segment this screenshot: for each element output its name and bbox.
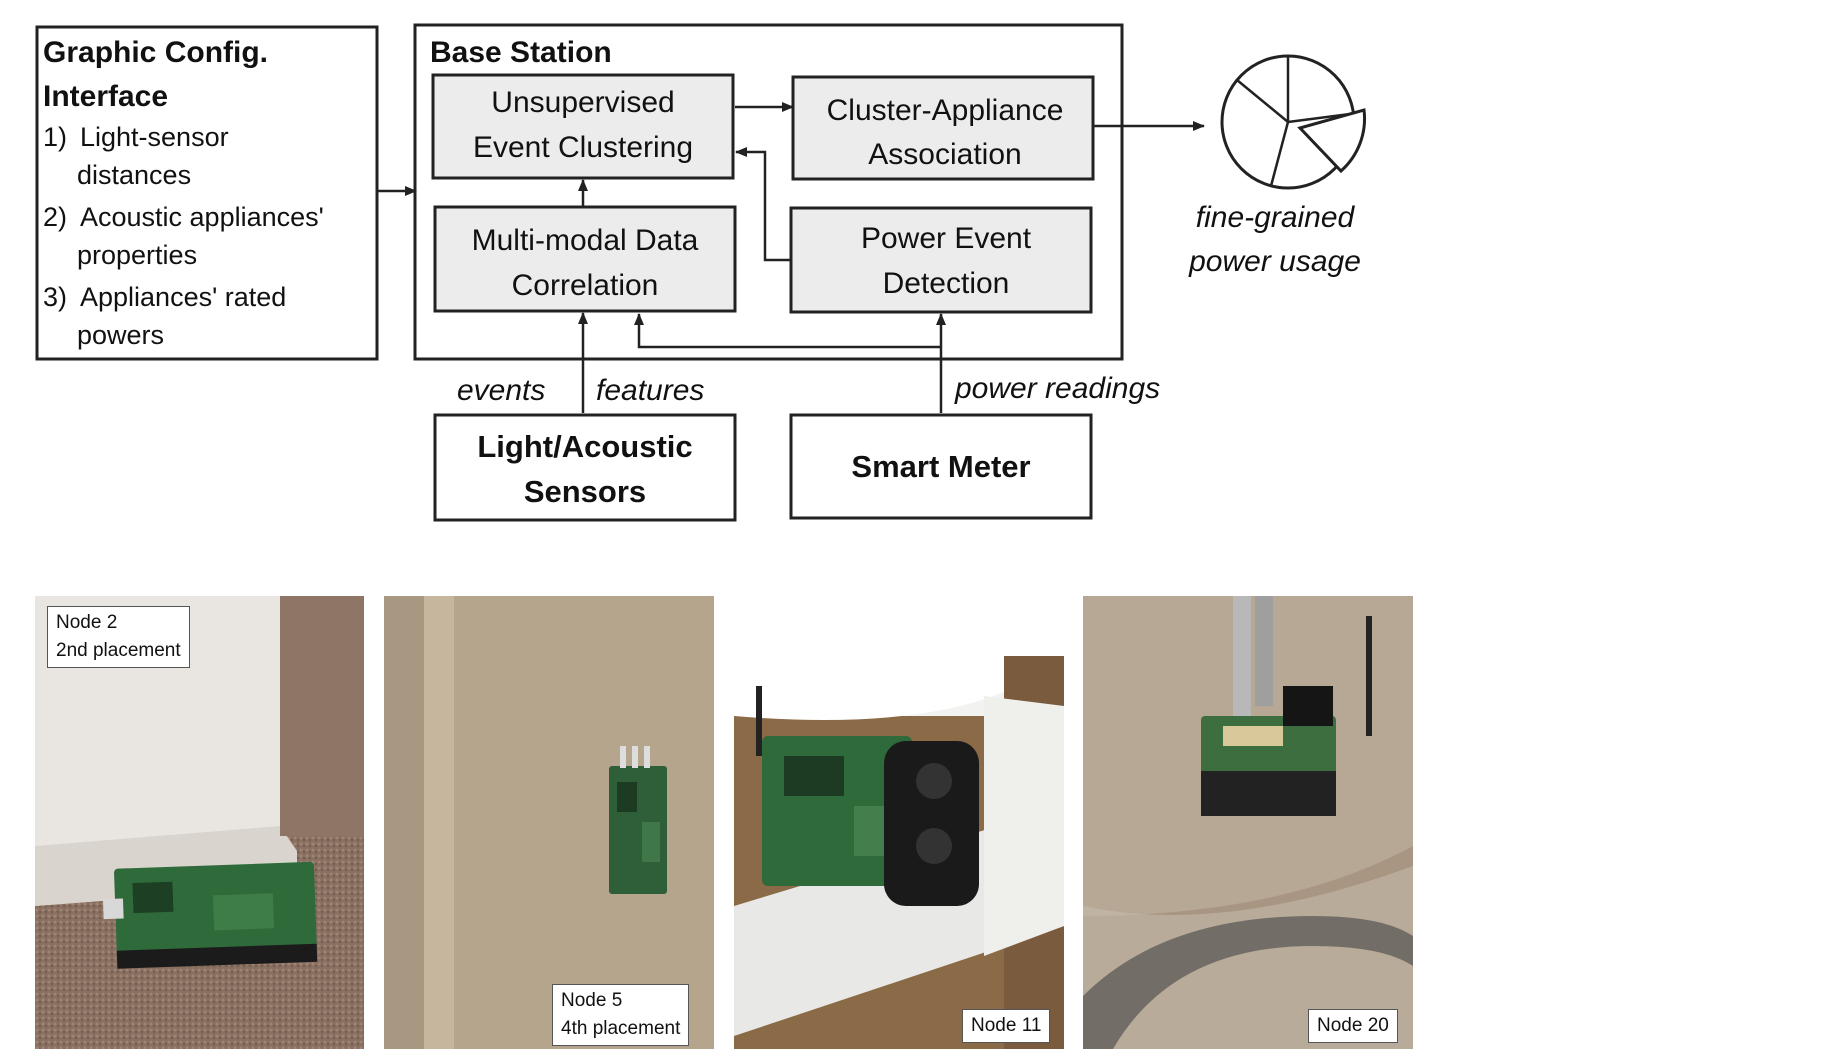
data-correlation-box: Multi-modal Data Correlation (433, 205, 737, 313)
node-photo-1-image (35, 596, 364, 1049)
node-photo-4-image (1083, 596, 1413, 1049)
events-label: events (457, 374, 545, 407)
power-event-detection-box: Power Event Detection (789, 206, 1093, 314)
node-photo-1: Node 2 2nd placement (35, 596, 364, 1049)
node-photo-1-caption: Node 2 2nd placement (47, 606, 190, 668)
node-photo-3-image (734, 596, 1064, 1049)
config-item-2-line-1: Acoustic appliances' (80, 202, 324, 232)
connectors (378, 102, 1205, 413)
node-photo-1-caption-line-1: Node 2 (56, 612, 118, 633)
config-interface-box: Graphic Config. Interface 1) Light-senso… (35, 25, 379, 361)
config-title-line-1: Graphic Config. (43, 36, 268, 69)
node-photo-2-caption-line-1: Node 5 (561, 990, 623, 1011)
features-label: features (596, 374, 704, 407)
node-photo-2: Node 5 4th placement (384, 596, 714, 1049)
config-item-3-line-2: powers (77, 320, 164, 350)
output-label-line-2: power usage (1188, 245, 1361, 278)
correlation-line-2: Correlation (512, 269, 659, 302)
power-readings-label: power readings (954, 372, 1160, 405)
config-title-line-2: Interface (43, 80, 168, 113)
detection-line-1: Power Event (861, 222, 1032, 255)
node-photo-3-caption: Node 11 (962, 1009, 1051, 1043)
event-clustering-line-1: Unsupervised (491, 86, 674, 119)
event-clustering-line-2: Event Clustering (473, 131, 693, 164)
config-item-2-number: 2) (43, 202, 67, 232)
config-item-1-line-2: distances (77, 160, 191, 190)
base-station-title: Base Station (430, 36, 612, 69)
config-item-1-number: 1) (43, 122, 67, 152)
config-item-2-line-2: properties (77, 240, 197, 270)
light-acoustic-sensors-box: Light/Acoustic Sensors (433, 413, 737, 522)
node-photo-4-caption-line-1: Node 20 (1317, 1015, 1389, 1036)
association-line-1: Cluster-Appliance (827, 94, 1064, 127)
node-photo-2-caption-line-2: 4th placement (561, 1018, 681, 1039)
detection-line-2: Detection (883, 267, 1010, 300)
node-photo-3-caption-line-1: Node 11 (971, 1015, 1042, 1036)
correlation-line-1: Multi-modal Data (472, 224, 699, 257)
node-photo-2-caption: Node 5 4th placement (552, 984, 690, 1046)
config-item-1-line-1: Light-sensor (80, 122, 229, 152)
node-photo-3: Node 11 (734, 596, 1064, 1049)
event-clustering-box: Unsupervised Event Clustering (431, 73, 735, 180)
config-item-3-line-1: Appliances' rated (80, 282, 286, 312)
node-photo-1-caption-line-2: 2nd placement (56, 640, 181, 661)
node-photo-4: Node 20 (1083, 596, 1413, 1049)
pie-chart-icon (1220, 54, 1367, 190)
cluster-appliance-association-box: Cluster-Appliance Association (791, 75, 1095, 181)
smart-meter-box: Smart Meter (789, 413, 1093, 520)
node-photo-2-image (384, 596, 714, 1049)
sensors-line-1: Light/Acoustic (477, 429, 692, 464)
output-label-line-1: fine-grained (1196, 201, 1356, 234)
association-line-2: Association (868, 138, 1021, 171)
config-item-3-number: 3) (43, 282, 67, 312)
smart-meter-label: Smart Meter (851, 449, 1030, 484)
sensors-line-2: Sensors (524, 474, 646, 509)
node-photo-4-caption: Node 20 (1308, 1009, 1398, 1043)
